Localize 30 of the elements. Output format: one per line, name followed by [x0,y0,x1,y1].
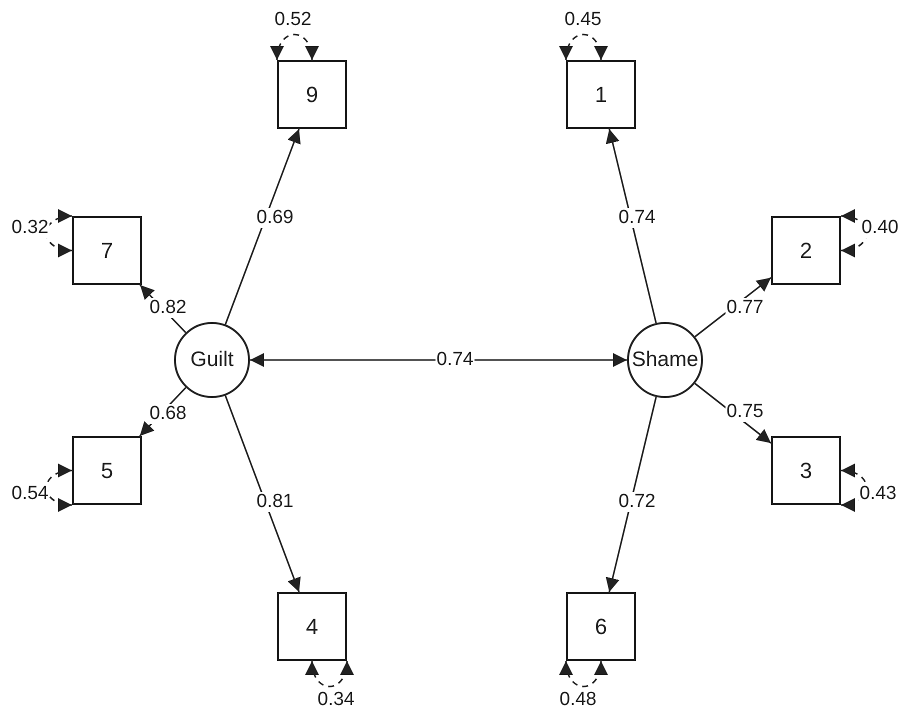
edge-label: 0.74 [618,208,656,228]
variance-arrow [271,34,318,60]
indicator-box: 2 [771,216,841,285]
edge-label: 0.82 [148,298,188,318]
indicator-box: 7 [72,216,142,285]
indicator-box: 1 [566,60,636,129]
edge-label: 0.72 [618,492,656,512]
latent-variable-circle: Guilt [174,322,250,398]
edge-label: 0.32 [10,218,50,238]
edge-label: 0.75 [726,402,764,422]
indicator-box: 5 [72,436,142,505]
indicator-box: 6 [566,592,636,661]
latent-variable-circle: Shame [627,322,703,398]
edge-label: 0.40 [860,218,900,238]
edge-label: 0.81 [256,492,294,512]
edge-label: 0.43 [858,484,898,504]
path-arrow [606,396,657,592]
variance-arrow [560,660,607,688]
indicator-box: 3 [771,436,841,505]
path-arrow [606,128,657,324]
covariance-arrow [250,353,627,367]
indicator-box: 9 [277,60,347,129]
variance-arrow [46,464,72,511]
path-arrow [224,128,301,325]
variance-arrow [560,34,607,60]
edge-label: 0.69 [256,208,294,228]
edge-label: 0.68 [148,404,188,424]
variance-arrow [306,660,353,688]
path-arrow [224,395,301,592]
indicator-box: 4 [277,592,347,661]
